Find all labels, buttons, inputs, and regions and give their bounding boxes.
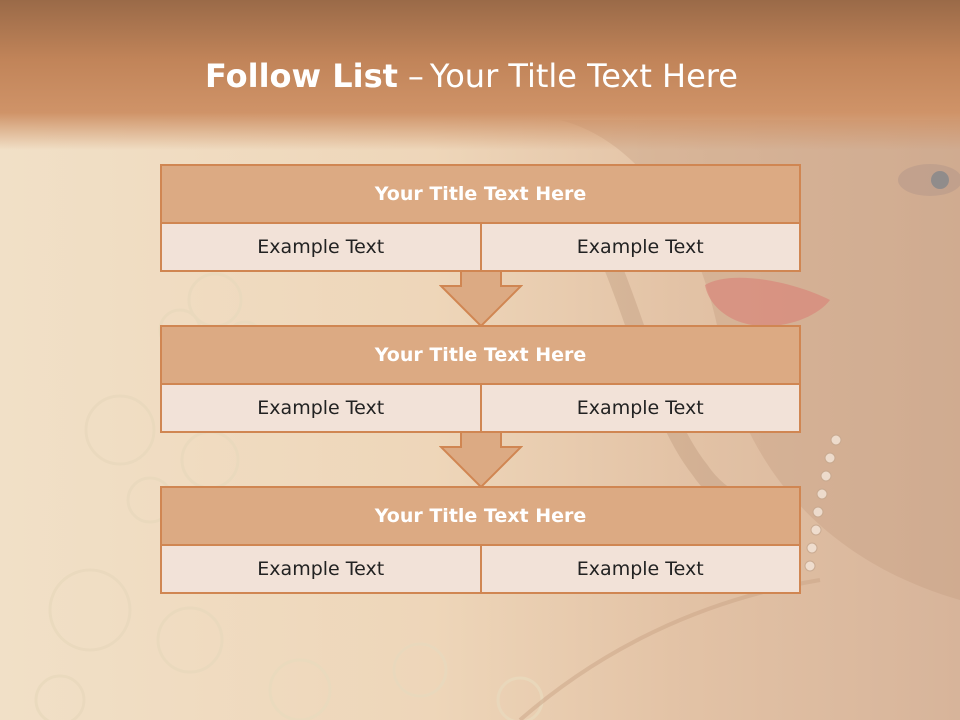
step-box-3[interactable]: Your Title Text Here Example Text Exampl… (160, 486, 801, 594)
step-title: Your Title Text Here (162, 166, 799, 224)
down-arrow-icon (439, 431, 523, 489)
step-left-text: Example Text (162, 385, 480, 431)
step-right-text: Example Text (479, 385, 799, 431)
step-box-1[interactable]: Your Title Text Here Example Text Exampl… (160, 164, 801, 272)
slide-title: Follow List–Your Title Text Here (0, 54, 943, 98)
step-title: Your Title Text Here (162, 488, 799, 546)
down-arrow-icon (439, 270, 523, 328)
step-box-2[interactable]: Your Title Text Here Example Text Exampl… (160, 325, 801, 433)
step-row: Example Text Example Text (162, 546, 799, 592)
step-row: Example Text Example Text (162, 385, 799, 431)
step-right-text: Example Text (479, 224, 799, 270)
slide-title-separator: – (407, 57, 424, 95)
header-band (0, 0, 960, 150)
step-row: Example Text Example Text (162, 224, 799, 270)
slide-title-rest: Your Title Text Here (429, 57, 738, 95)
step-title: Your Title Text Here (162, 327, 799, 385)
step-right-text: Example Text (479, 546, 799, 592)
step-left-text: Example Text (162, 224, 480, 270)
step-left-text: Example Text (162, 546, 480, 592)
slide-title-bold: Follow List (205, 57, 398, 95)
